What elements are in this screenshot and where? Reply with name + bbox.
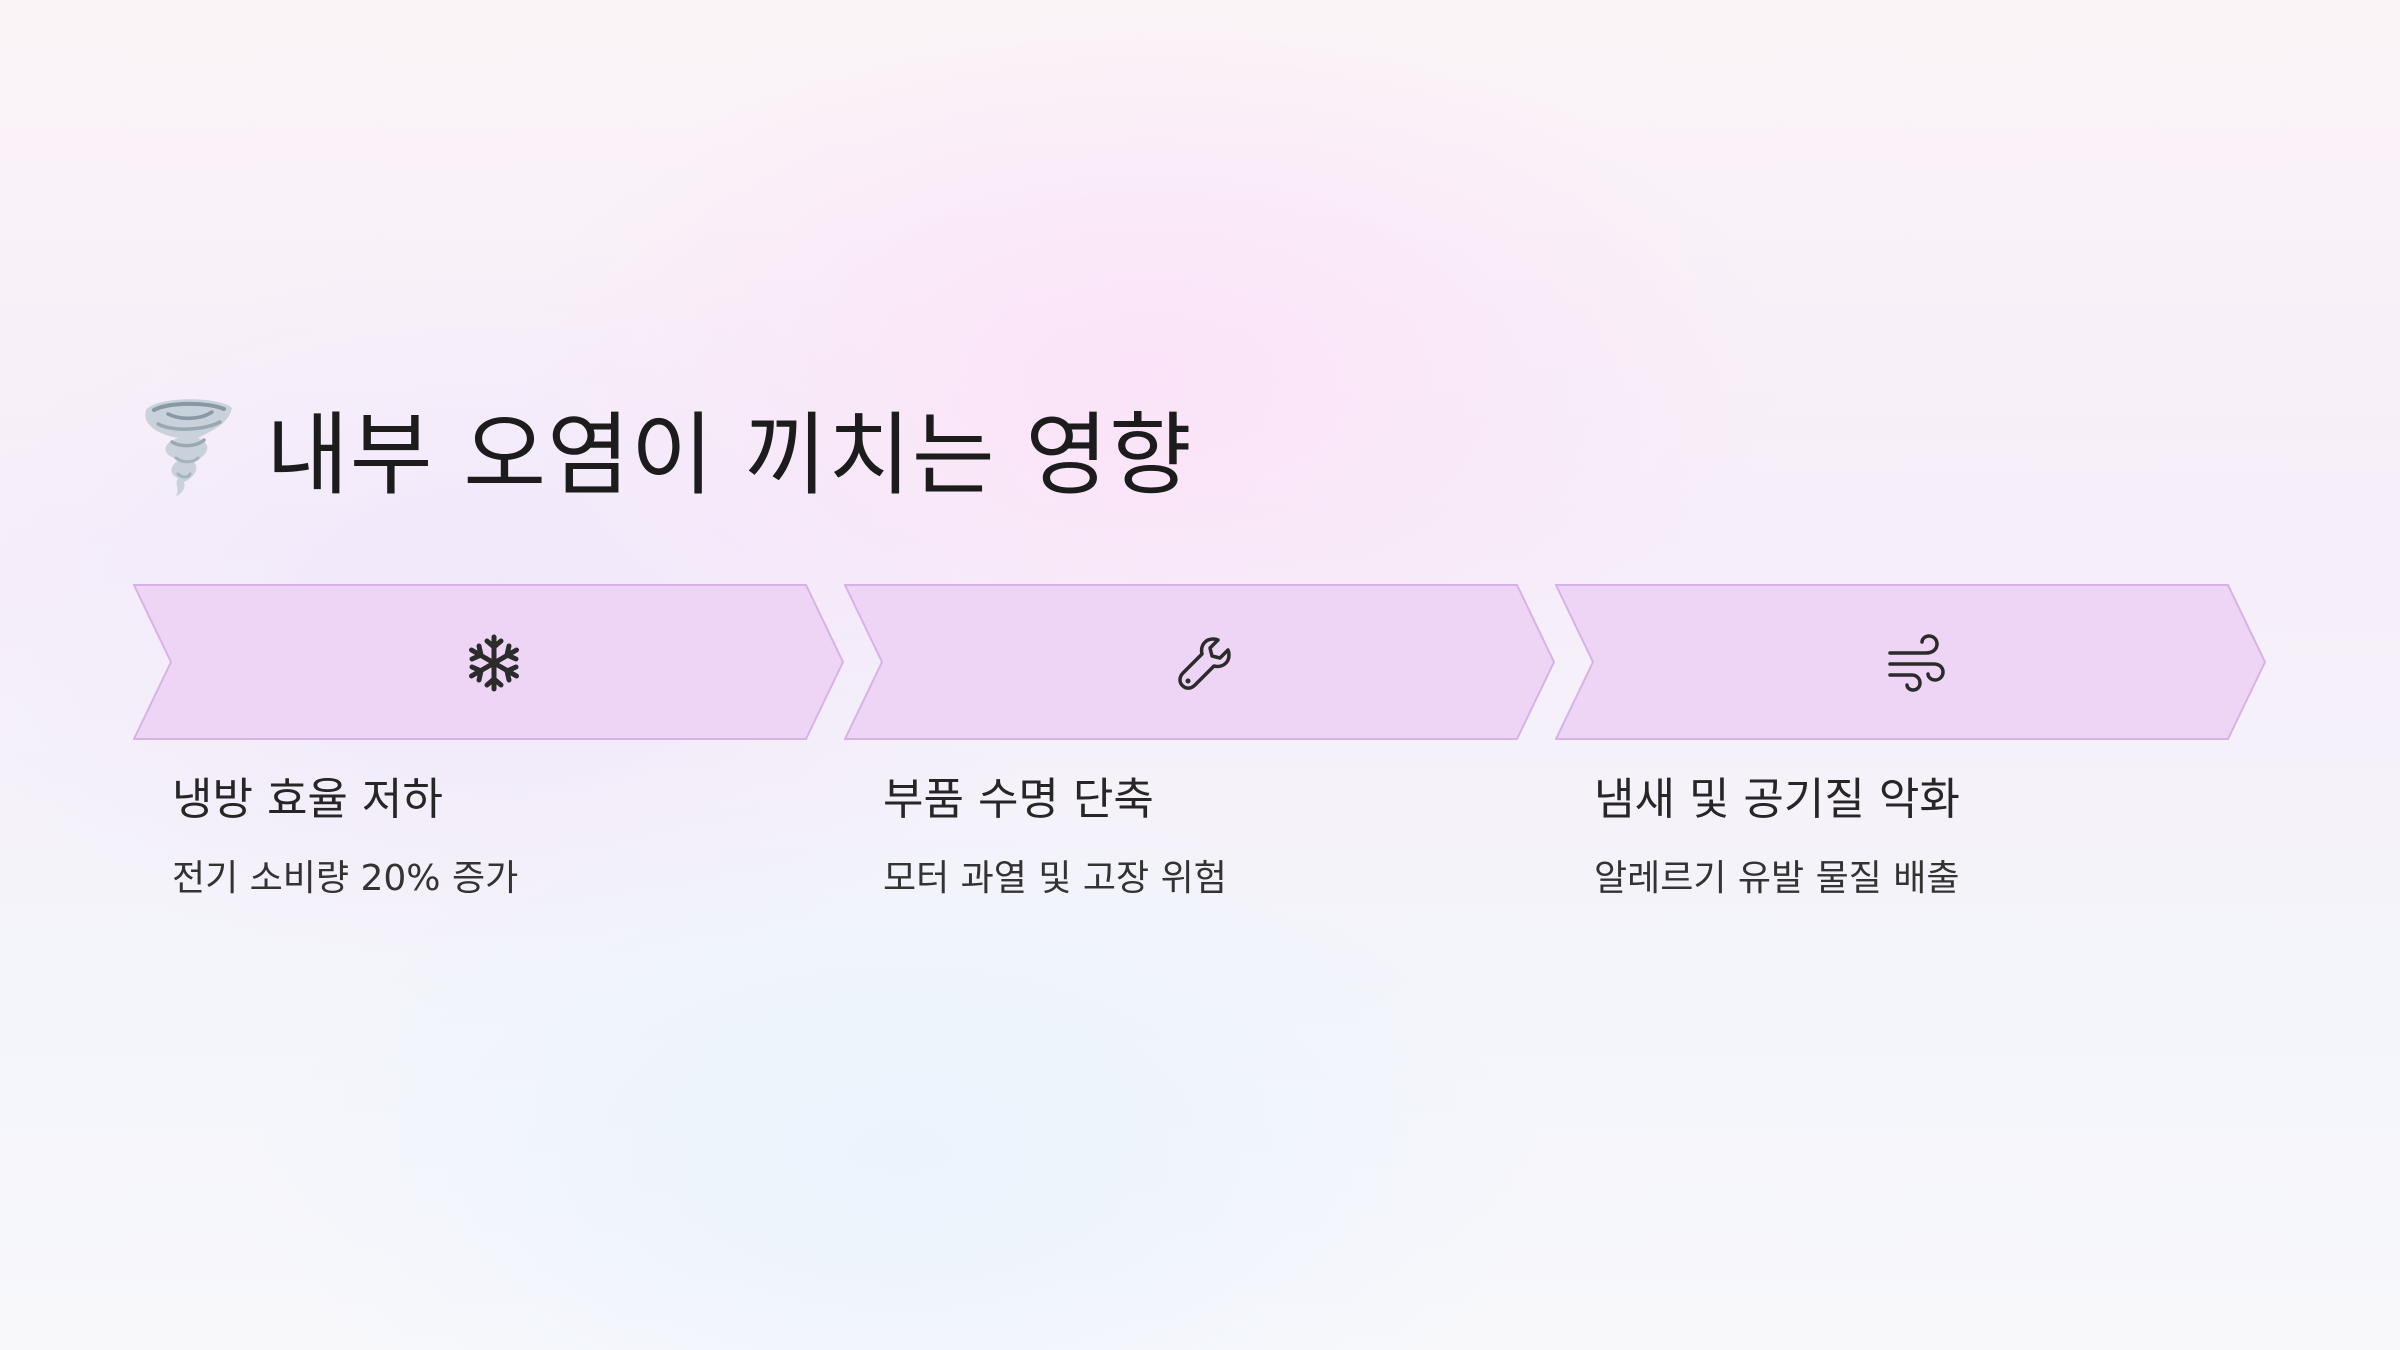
step-description: 알레르기 유발 물질 배출: [1594, 858, 1960, 899]
step-text-1: 냉방 효율 저하 전기 소비량 20% 증가: [172, 770, 792, 904]
chevron-step-1: [133, 584, 845, 740]
step-title: 냉방 효율 저하: [172, 774, 443, 825]
snowflake-icon: [469, 634, 519, 692]
step-title: 냄새 및 공기질 악화: [1594, 774, 1960, 825]
chevron-step-2: [844, 584, 1556, 740]
page-title: 내부 오염이 끼치는 영향: [266, 403, 1193, 508]
wrench-icon: [1178, 637, 1231, 690]
step-text-2: 부품 수명 단축 모터 과열 및 고장 위험: [883, 770, 1503, 904]
process-steps: [133, 584, 2268, 740]
step-description: 모터 과열 및 고장 위험: [883, 858, 1227, 899]
wind-icon: [1888, 634, 1945, 692]
tornado-icon: [145, 399, 232, 496]
step-text-3: 냄새 및 공기질 악화 알레르기 유발 물질 배출: [1594, 770, 2214, 904]
step-title: 부품 수명 단축: [883, 774, 1154, 825]
chevron-step-3: [1555, 584, 2267, 740]
chevron-shape: [844, 584, 1556, 740]
chevron-shape: [1555, 584, 2267, 740]
step-description: 전기 소비량 20% 증가: [172, 858, 519, 899]
title-row: 내부 오염이 끼치는 영향: [138, 392, 1193, 508]
